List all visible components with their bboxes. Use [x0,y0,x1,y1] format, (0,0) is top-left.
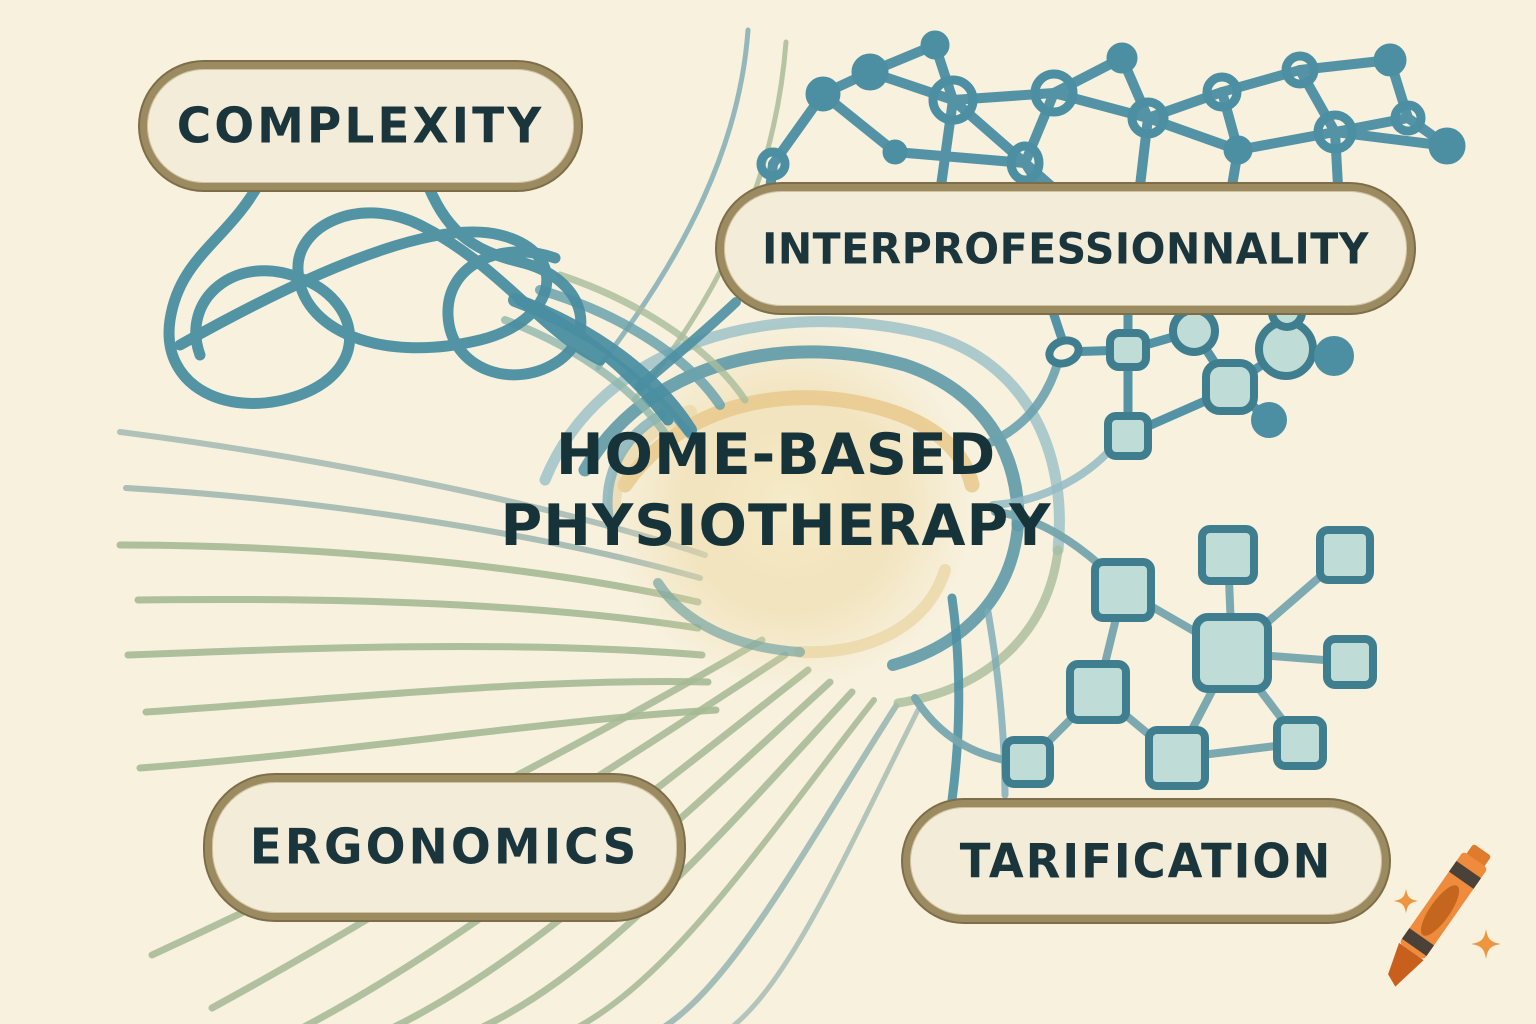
sparkle-icon [1393,888,1419,914]
label-pill-ergonomics: ERGONOMICS [205,775,684,920]
square-network-icon [911,508,1377,790]
label-pill-tarification: TARIFICATION [903,800,1389,922]
page-title-line2: PHYSIOTHERAPY [500,492,1052,559]
mesh-network-icon [756,30,1466,230]
sparkle-icon [1471,929,1501,959]
label-tarification-text: TARIFICATION [959,833,1333,889]
tangle-scribble-icon [163,172,694,439]
page-title: HOME-BASED PHYSIOTHERAPY [496,420,1056,561]
label-ergonomics-text: ERGONOMICS [249,818,640,877]
label-complexity-text: COMPLEXITY [176,97,545,155]
node-network-icon [1044,293,1354,460]
crayon-logo-icon [1388,844,1501,987]
label-pill-interprofessionnality: INTERPROFESSIONNALITY [717,184,1414,313]
label-pill-complexity: COMPLEXITY [140,62,581,190]
page-title-line1: HOME-BASED [555,422,997,488]
label-interprofessionnality-text: INTERPROFESSIONNALITY [762,223,1369,274]
